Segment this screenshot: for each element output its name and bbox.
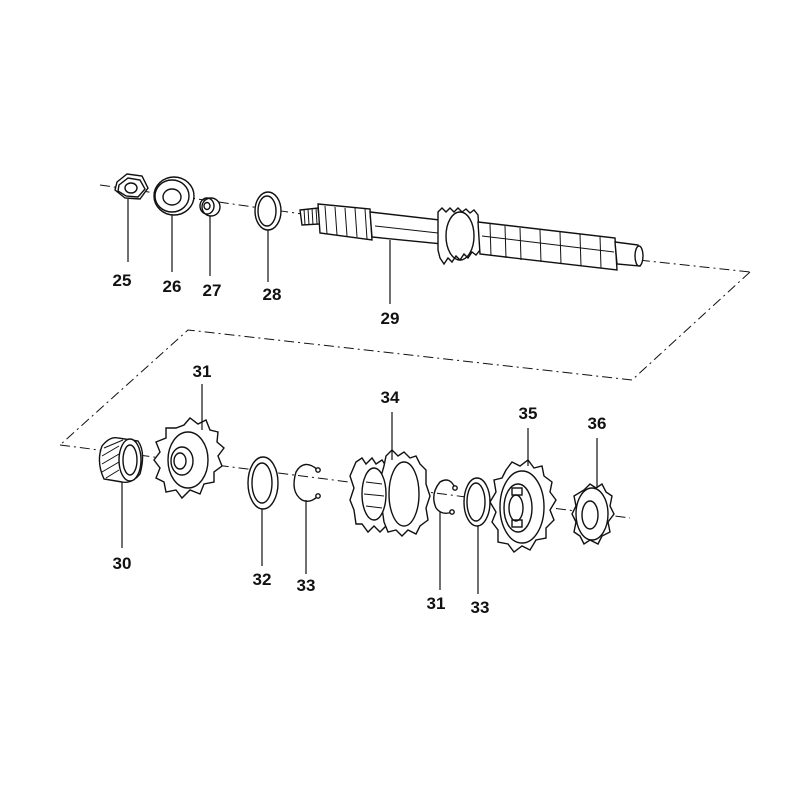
part-35-gear [489,459,557,553]
part-label-34: 34 [380,388,400,407]
part-label-30: 30 [112,554,132,573]
part-label-36: 36 [587,414,607,433]
part-label-33-right: 33 [470,598,490,617]
part-label-27: 27 [202,281,222,300]
part-33-ring [463,477,491,527]
part-31-gear [153,417,225,500]
part-29-main-shaft [299,203,644,271]
part-28-ring [254,191,282,231]
part-30-needle-bearing [98,436,144,484]
part-label-25: 25 [112,271,132,290]
part-label-31-bottom: 31 [426,594,446,613]
part-27-bushing [199,197,221,217]
part-36-small-gear [571,482,615,546]
part-33-circlip [293,463,321,503]
connection-frame [59,271,751,446]
part-label-31-top: 31 [192,362,212,381]
part-31-circlip [433,479,458,515]
part-label-26: 26 [162,277,182,296]
lower-axis-line [59,444,631,519]
part-label-32: 32 [252,570,272,589]
part-label-29: 29 [380,309,400,328]
part-label-28: 28 [262,285,282,304]
part-34-double-gear [349,449,431,537]
part-label-33-left: 33 [296,576,316,595]
part-32-ring [247,456,279,510]
part-label-35: 35 [518,404,538,423]
part-26-washer [153,176,195,216]
part-25-hex-nut [114,173,149,200]
